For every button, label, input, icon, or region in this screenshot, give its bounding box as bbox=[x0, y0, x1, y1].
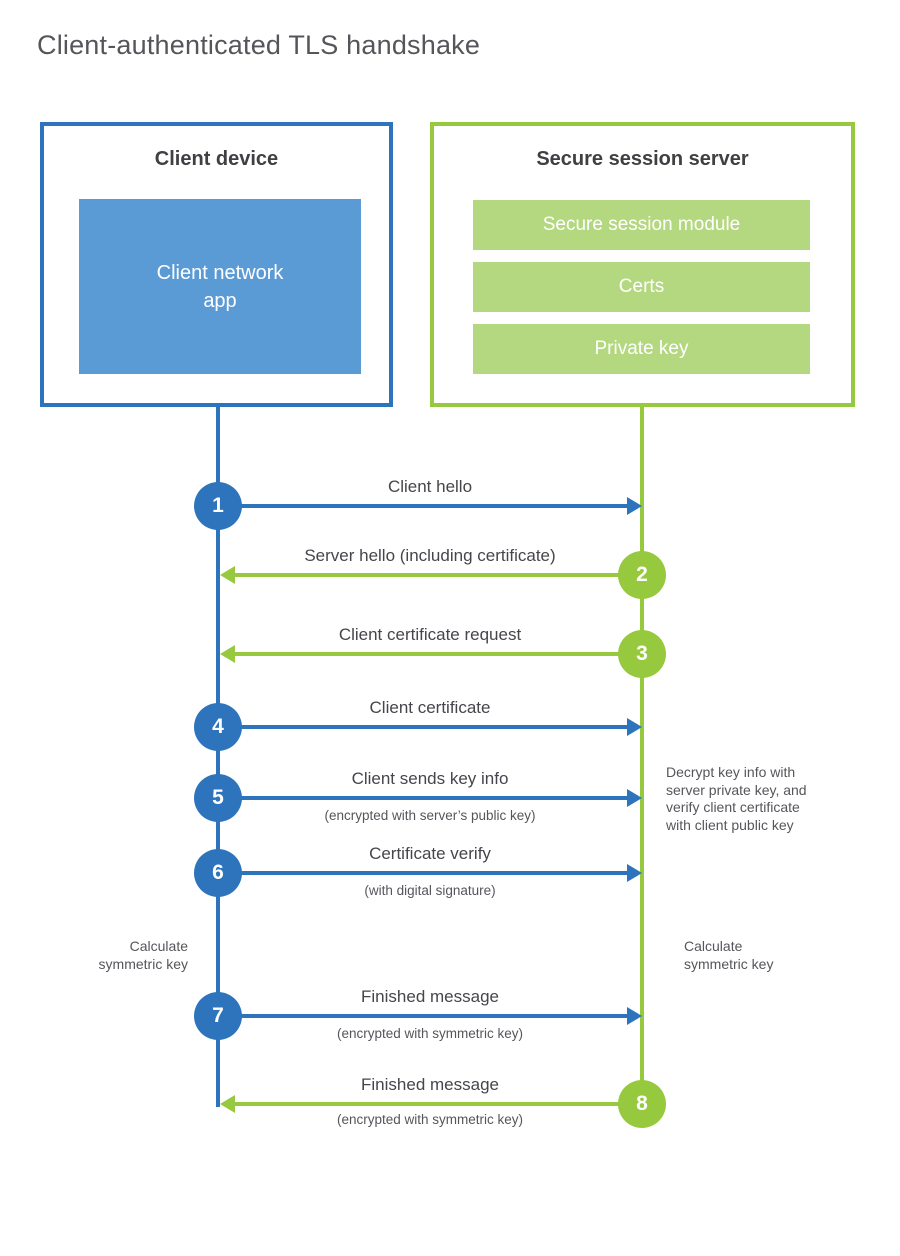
secure-session-server-box: Secure session server Secure session mod… bbox=[430, 122, 855, 407]
server-lifeline bbox=[640, 405, 644, 1104]
step-8-label: Finished message bbox=[361, 1075, 499, 1094]
step-5-arrow bbox=[218, 796, 628, 800]
note-decrypt-key-info: Decrypt key info with server private key… bbox=[666, 764, 807, 833]
step-5-sublabel: (encrypted with server’s public key) bbox=[324, 808, 536, 823]
step-3-arrow bbox=[235, 652, 642, 656]
step-2-arrow bbox=[235, 573, 642, 577]
page-title: Client-authenticated TLS handshake bbox=[37, 30, 481, 60]
secure-session-server-title: Secure session server bbox=[536, 148, 749, 170]
note-calculate-symmetric-key-client: Calculate symmetric key bbox=[98, 938, 188, 972]
client-device-box: Client device Client network app bbox=[40, 122, 393, 407]
step-7-arrowhead-icon bbox=[627, 1007, 642, 1025]
step-2-arrowhead-icon bbox=[220, 566, 235, 584]
step-7-arrow bbox=[218, 1014, 628, 1018]
step-2-badge: 2 bbox=[618, 551, 666, 599]
step-4-badge: 4 bbox=[194, 703, 242, 751]
step-5-label: Client sends key info bbox=[351, 769, 509, 788]
step-5-arrowhead-icon bbox=[627, 789, 642, 807]
step-6-label: Certificate verify bbox=[369, 844, 491, 863]
step-4-arrow bbox=[218, 725, 628, 729]
client-device-title: Client device bbox=[154, 148, 279, 170]
step-1-arrow bbox=[218, 504, 628, 508]
note-calculate-symmetric-key-server: Calculate symmetric key bbox=[684, 938, 774, 972]
step-4-arrowhead-icon bbox=[627, 718, 642, 736]
step-4-label: Client certificate bbox=[369, 698, 491, 717]
step-8-arrowhead-icon bbox=[220, 1095, 235, 1113]
step-8-badge: 8 bbox=[618, 1080, 666, 1128]
step-2-label: Server hello (including certificate) bbox=[304, 546, 556, 565]
step-6-arrowhead-icon bbox=[627, 864, 642, 882]
step-3-label: Client certificate request bbox=[338, 625, 522, 644]
step-6-sublabel: (with digital signature) bbox=[364, 883, 496, 898]
step-7-label: Finished message bbox=[361, 987, 499, 1006]
step-1-badge: 1 bbox=[194, 482, 242, 530]
step-7-badge: 7 bbox=[194, 992, 242, 1040]
server-module-secure-session-module: Secure session module bbox=[473, 200, 810, 250]
step-7-sublabel: (encrypted with symmetric key) bbox=[336, 1026, 524, 1041]
server-module-certs: Certs bbox=[473, 262, 810, 312]
step-6-arrow bbox=[218, 871, 628, 875]
client-network-app-box: Client network app bbox=[79, 199, 361, 374]
step-1-label: Client hello bbox=[387, 477, 473, 496]
step-1-arrowhead-icon bbox=[627, 497, 642, 515]
step-8-arrow bbox=[235, 1102, 642, 1106]
step-3-arrowhead-icon bbox=[220, 645, 235, 663]
step-8-sublabel: (encrypted with symmetric key) bbox=[336, 1112, 524, 1127]
step-6-badge: 6 bbox=[194, 849, 242, 897]
server-module-private-key: Private key bbox=[473, 324, 810, 374]
step-5-badge: 5 bbox=[194, 774, 242, 822]
client-lifeline bbox=[216, 405, 220, 1107]
step-3-badge: 3 bbox=[618, 630, 666, 678]
